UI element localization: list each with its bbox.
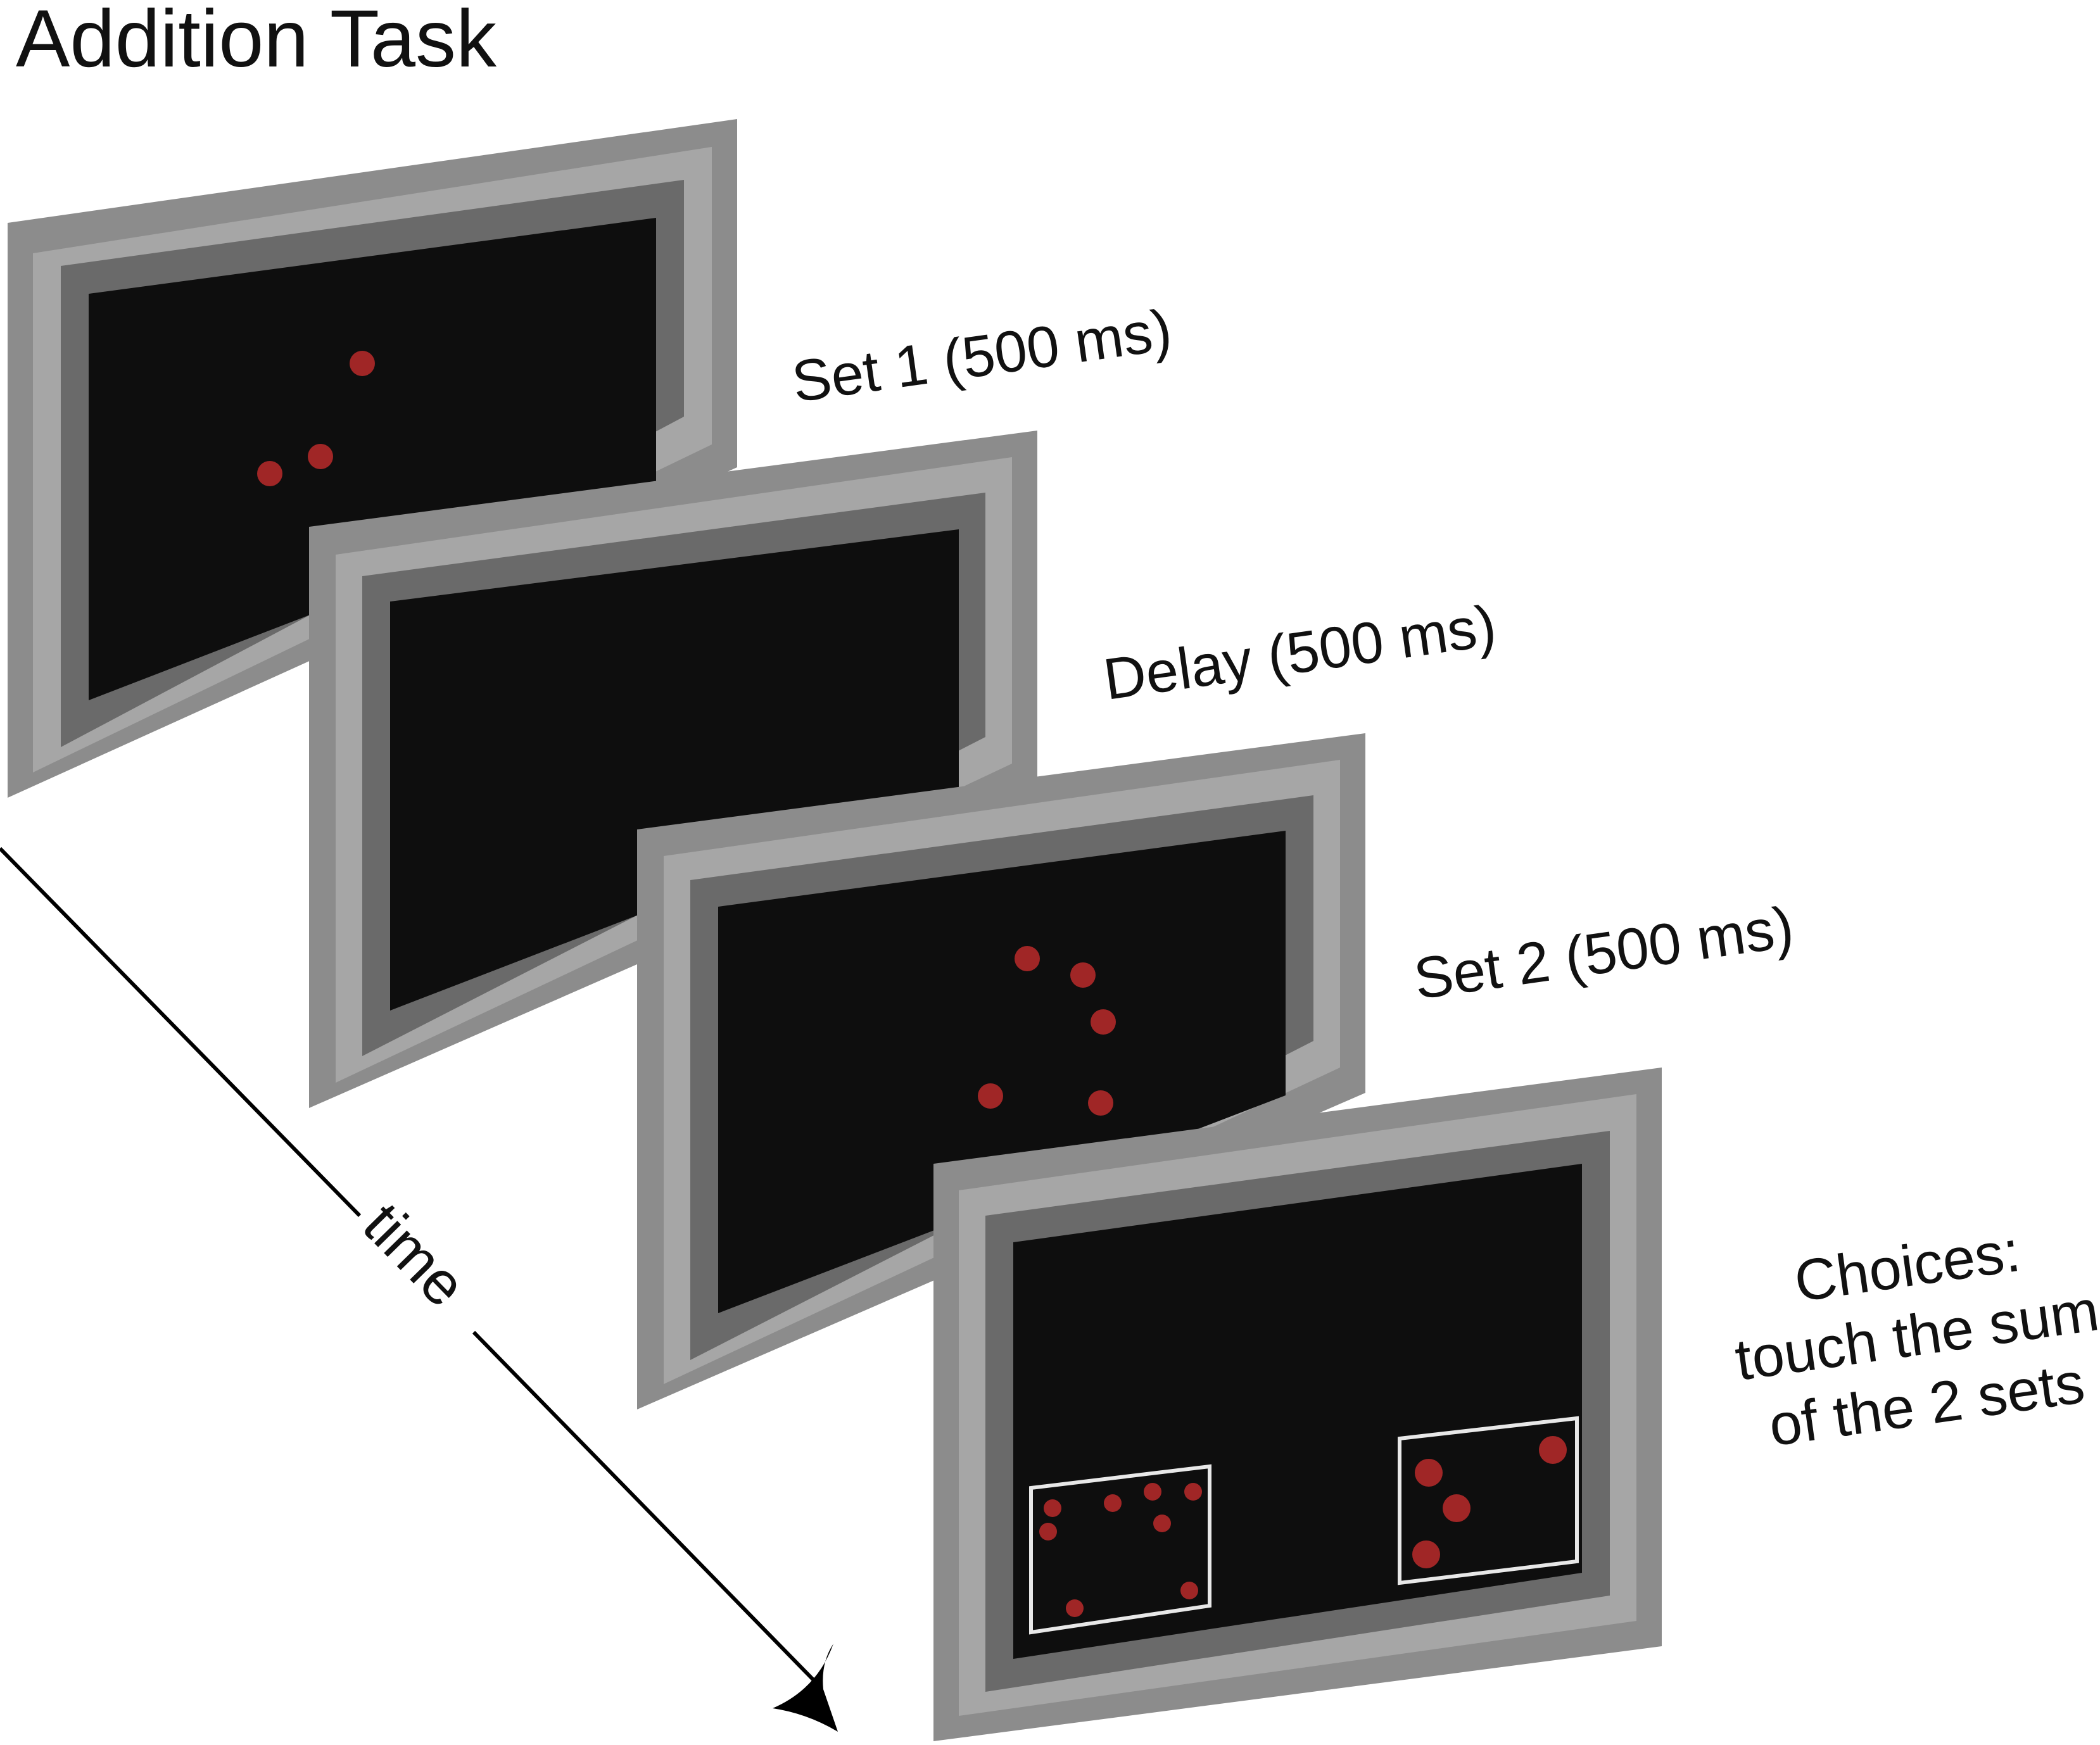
dot [1153, 1515, 1171, 1532]
dot [1039, 1523, 1057, 1540]
screen-set-1 [8, 119, 737, 798]
dot [1070, 962, 1096, 988]
dot [1184, 1483, 1202, 1501]
screen-set-2 [637, 733, 1365, 1409]
time-label: time [350, 1190, 479, 1320]
dot [1412, 1540, 1440, 1568]
choice-right[interactable] [1398, 1416, 1579, 1585]
dot [1104, 1494, 1122, 1512]
screen-choices [933, 1068, 1662, 1741]
dot [1539, 1436, 1567, 1464]
dot [1144, 1483, 1161, 1501]
set-2-dots [978, 946, 1116, 1116]
choice-box-right[interactable] [1398, 1416, 1579, 1585]
dot [1415, 1459, 1443, 1487]
dot [257, 461, 282, 486]
diagram-title: Addition Task [16, 0, 497, 84]
dot [350, 351, 375, 376]
choice-box-left[interactable] [1029, 1464, 1211, 1635]
choice-left[interactable] [1029, 1464, 1211, 1635]
screen-delay [309, 431, 1037, 1108]
arrowhead-icon [773, 1644, 838, 1732]
dot [1015, 946, 1040, 971]
dot [1091, 1009, 1116, 1035]
choices-instructions: Choices: touch the sum of the 2 sets [1731, 1219, 2100, 1459]
dot [1066, 1599, 1084, 1617]
dot [308, 444, 333, 469]
left-choice-dots [1039, 1483, 1202, 1617]
step-label-set-1: Set 1 (500 ms) [788, 298, 1176, 415]
dot [1443, 1494, 1471, 1522]
step-label-delay: Delay (500 ms) [1100, 593, 1500, 712]
right-choice-dots [1412, 1436, 1567, 1568]
dot [1088, 1090, 1113, 1116]
dot [1044, 1499, 1061, 1517]
set-1-dots [257, 351, 375, 486]
time-arrow [0, 847, 838, 1732]
step-label-set-2: Set 2 (500 ms) [1410, 895, 1798, 1012]
dot [1180, 1582, 1198, 1599]
dot [978, 1083, 1003, 1109]
